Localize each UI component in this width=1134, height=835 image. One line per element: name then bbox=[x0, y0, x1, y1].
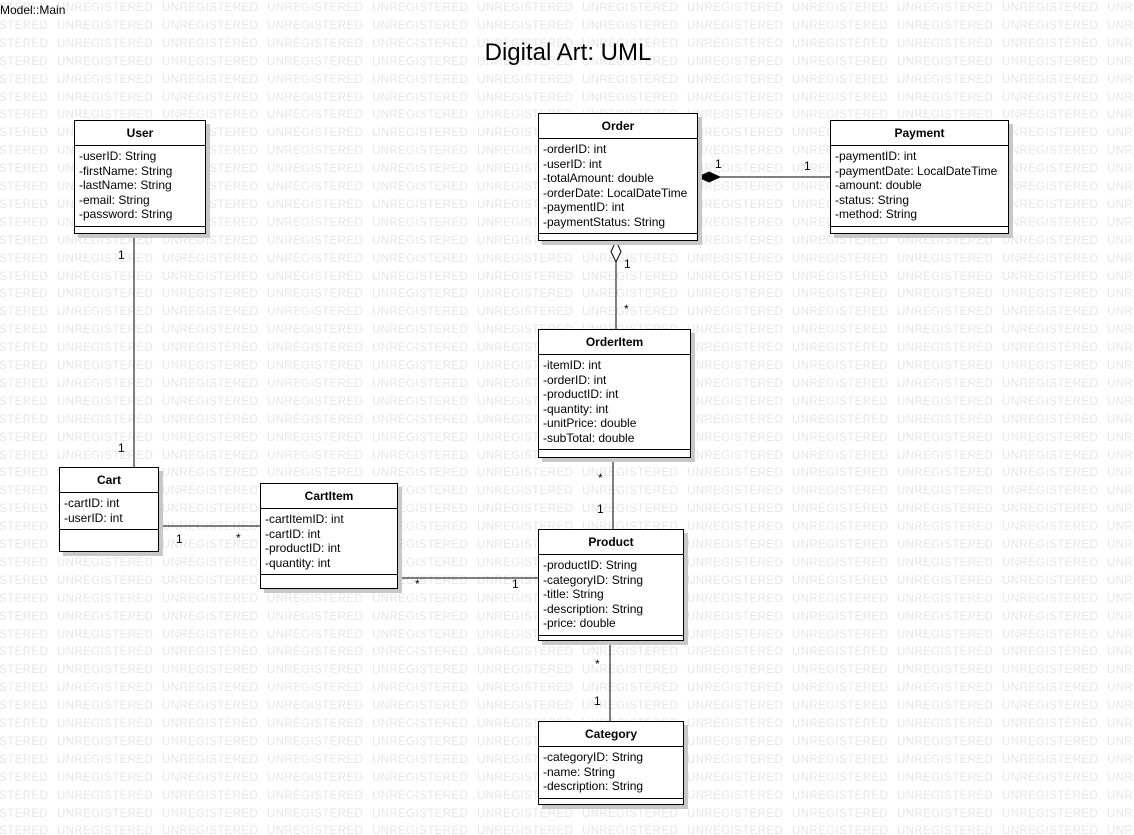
attribute: -productID: int bbox=[265, 541, 341, 555]
attribute: -cartItemID: int bbox=[265, 512, 344, 526]
operations-compartment bbox=[539, 450, 690, 458]
class-name: OrderItem bbox=[539, 330, 690, 355]
class-cart[interactable]: Cart -cartID: int -userID: int bbox=[59, 467, 159, 552]
class-orderitem[interactable]: OrderItem -itemID: int -orderID: int -pr… bbox=[538, 329, 691, 458]
attribute: -method: String bbox=[835, 207, 918, 221]
attribute: -subTotal: double bbox=[543, 430, 635, 445]
attribute: -orderID: int bbox=[543, 372, 607, 387]
attribute: -price: double bbox=[543, 616, 616, 630]
attribute: -description: String bbox=[543, 601, 644, 616]
attribute: -email: String bbox=[79, 192, 150, 207]
attribute-list: -cartItemID: int -cartID: int -productID… bbox=[261, 509, 397, 575]
multiplicity-label: * bbox=[415, 577, 420, 591]
attribute-list: -categoryID: String -name: String -descr… bbox=[539, 747, 683, 799]
attribute: -categoryID: String bbox=[543, 750, 644, 764]
attribute: -productID: int bbox=[543, 387, 619, 401]
attribute: -userID: String bbox=[79, 149, 157, 163]
attribute: -description: String bbox=[543, 779, 644, 793]
attribute-list: -cartID: int -userID: int bbox=[60, 493, 158, 530]
attribute: -orderDate: LocalDateTime bbox=[543, 185, 688, 200]
multiplicity-label: 1 bbox=[597, 502, 604, 516]
attribute-list: -itemID: int -orderID: int -productID: i… bbox=[539, 355, 690, 450]
class-name: Category bbox=[539, 722, 683, 747]
attribute: -title: String bbox=[543, 587, 604, 601]
attribute: -quantity: int bbox=[543, 401, 609, 416]
attribute: -status: String bbox=[835, 192, 910, 207]
class-name: User bbox=[75, 121, 205, 146]
class-payment[interactable]: Payment -paymentID: int -paymentDate: Lo… bbox=[830, 120, 1009, 234]
attribute: -categoryID: String bbox=[543, 572, 644, 587]
multiplicity-label: 1 bbox=[176, 532, 183, 546]
attribute: -productID: String bbox=[543, 558, 638, 572]
attribute: -amount: double bbox=[835, 178, 922, 192]
class-category[interactable]: Category -categoryID: String -name: Stri… bbox=[538, 721, 684, 805]
attribute: -paymentDate: LocalDateTime bbox=[835, 163, 998, 178]
class-product[interactable]: Product -productID: String -categoryID: … bbox=[538, 529, 684, 641]
operations-compartment bbox=[831, 227, 1008, 235]
attribute-list: -orderID: int -userID: int -totalAmount:… bbox=[539, 139, 697, 234]
multiplicity-label: 1 bbox=[624, 257, 631, 271]
attribute: -lastName: String bbox=[79, 178, 172, 192]
attribute: -password: String bbox=[79, 207, 173, 221]
attribute-list: -paymentID: int -paymentDate: LocalDateT… bbox=[831, 146, 1008, 227]
operations-compartment bbox=[60, 530, 158, 538]
operations-compartment bbox=[539, 799, 683, 807]
class-name: Cart bbox=[60, 468, 158, 493]
multiplicity-label: * bbox=[624, 302, 629, 316]
multiplicity-label: 1 bbox=[715, 157, 722, 171]
attribute: -cartID: int bbox=[265, 526, 321, 541]
attribute: -paymentStatus: String bbox=[543, 214, 666, 229]
attribute: -quantity: int bbox=[265, 555, 331, 570]
multiplicity-label: 1 bbox=[804, 159, 811, 173]
attribute-list: -userID: String -firstName: String -last… bbox=[75, 146, 205, 227]
multiplicity-label: 1 bbox=[512, 577, 519, 591]
multiplicity-label: 1 bbox=[594, 694, 601, 708]
class-order[interactable]: Order -orderID: int -userID: int -totalA… bbox=[538, 113, 698, 241]
attribute-list: -productID: String -categoryID: String -… bbox=[539, 555, 683, 636]
operations-compartment bbox=[539, 234, 697, 242]
diagram-title: Digital Art: UML bbox=[484, 39, 652, 66]
multiplicity-label: 1 bbox=[118, 248, 125, 262]
multiplicity-label: * bbox=[595, 657, 600, 671]
multiplicity-label: * bbox=[236, 531, 241, 545]
attribute: -firstName: String bbox=[79, 163, 173, 178]
attribute: -userID: int bbox=[543, 156, 602, 171]
attribute: -paymentID: int bbox=[835, 149, 917, 163]
attribute: -unitPrice: double bbox=[543, 416, 637, 430]
aggregation-diamond bbox=[610, 239, 622, 264]
multiplicity-label: * bbox=[598, 471, 603, 485]
model-label: Model::Main bbox=[0, 3, 66, 17]
attribute: -itemID: int bbox=[543, 358, 602, 372]
attribute: -totalAmount: double bbox=[543, 171, 654, 185]
class-name: Order bbox=[539, 114, 697, 139]
operations-compartment bbox=[539, 636, 683, 644]
class-user[interactable]: User -userID: String -firstName: String … bbox=[74, 120, 206, 234]
attribute: -paymentID: int bbox=[543, 200, 625, 214]
class-name: Product bbox=[539, 530, 683, 555]
class-cartitem[interactable]: CartItem -cartItemID: int -cartID: int -… bbox=[260, 483, 398, 589]
attribute: -userID: int bbox=[64, 510, 123, 525]
composition-diamond bbox=[696, 171, 722, 183]
multiplicity-label: 1 bbox=[118, 441, 125, 455]
attribute: -cartID: int bbox=[64, 496, 120, 510]
attribute: -name: String bbox=[543, 764, 616, 779]
attribute: -orderID: int bbox=[543, 142, 607, 156]
class-name: Payment bbox=[831, 121, 1008, 146]
operations-compartment bbox=[75, 227, 205, 235]
class-name: CartItem bbox=[261, 484, 397, 509]
operations-compartment bbox=[261, 575, 397, 583]
